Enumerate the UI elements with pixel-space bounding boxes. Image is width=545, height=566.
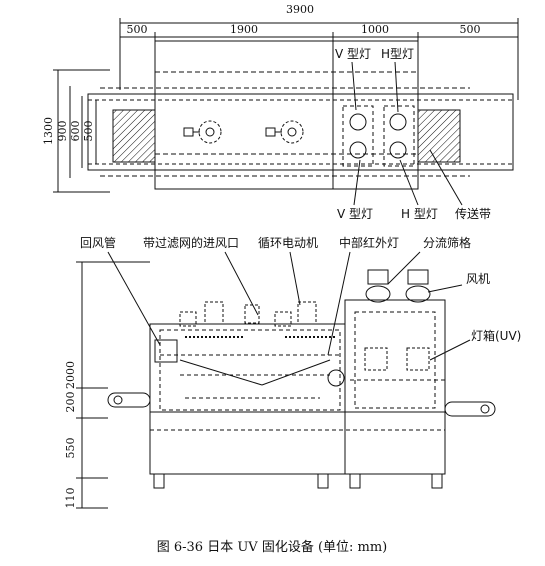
dim-height-500: 500: [82, 121, 95, 142]
figure-caption: 图 6-36 日本 UV 固化设备 (单位: mm): [157, 539, 388, 555]
label-diverter-grid: 分流筛格: [423, 235, 471, 250]
label-return-duct: 回风管: [80, 235, 116, 250]
label-fan: 风机: [466, 272, 490, 286]
label-v-lamp-bottom: V 型灯: [337, 207, 373, 221]
label-circulation-motor: 循环电动机: [258, 236, 318, 250]
label-lamp-box: 灯箱(UV): [471, 328, 521, 343]
dim-height-600: 600: [69, 121, 82, 142]
label-conveyor: 传送带: [455, 206, 491, 221]
dim-seg4: 500: [460, 23, 481, 36]
dim-height-1300: 1300: [42, 117, 55, 145]
dim-seg3: 1000: [361, 23, 389, 36]
top-view: [53, 18, 519, 206]
dim-200: 200: [64, 392, 77, 413]
dim-2000: 2000: [64, 361, 77, 389]
dim-110: 110: [64, 488, 77, 509]
front-view: [76, 251, 496, 509]
label-filtered-inlet: 带过滤网的进风口: [143, 235, 239, 250]
dim-seg1: 500: [127, 23, 148, 36]
label-h-lamp-bottom: H 型灯: [401, 207, 438, 221]
dim-550: 550: [64, 438, 77, 459]
label-h-lamp-top: H型灯: [381, 47, 414, 61]
dim-height-900: 900: [56, 121, 69, 142]
label-mid-ir-lamp: 中部红外灯: [339, 235, 399, 250]
dim-overall-width: 3900: [286, 3, 314, 16]
label-v-lamp-top: V 型灯: [335, 47, 371, 61]
dim-seg2: 1900: [230, 23, 258, 36]
